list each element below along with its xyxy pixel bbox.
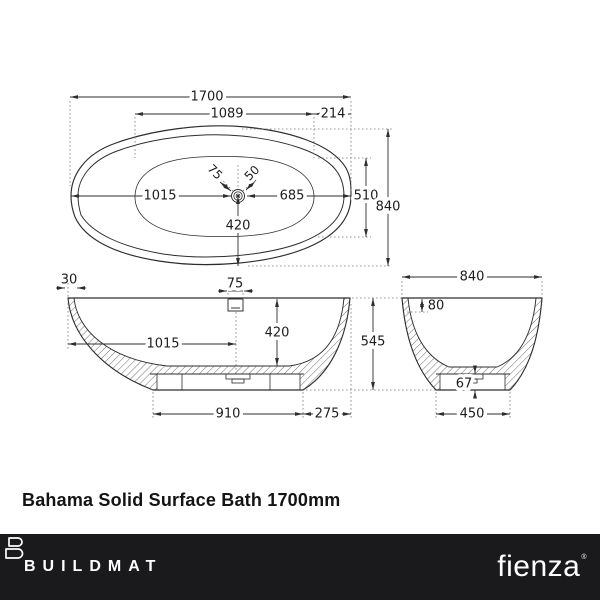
dim-side-rim-offset: 30 <box>61 273 78 288</box>
bath-plan-outline <box>70 125 352 266</box>
side-outline <box>67 297 351 391</box>
registered-trademark-icon: ® <box>581 554 587 561</box>
dim-side-overall-height: 545 <box>361 335 386 350</box>
side-shell-hatch <box>68 298 350 390</box>
dim-end-base-width: 450 <box>460 407 485 422</box>
plan-dimension-lines <box>70 95 390 266</box>
footer-bar: BUILDMAT fienza® <box>0 534 600 600</box>
side-extension-lines <box>67 283 436 419</box>
top-view: 1700 1089 214 510 840 1015 685 420 75 50 <box>69 86 404 267</box>
fienza-logo: fienza® <box>497 552 586 582</box>
dim-side-base-length: 910 <box>216 407 241 422</box>
dim-plan-waste-diag-left: 75 <box>205 162 226 183</box>
dim-side-inner-depth: 420 <box>265 326 290 341</box>
end-extension-lines <box>401 281 543 419</box>
dim-side-waste-top-width: 75 <box>227 277 244 292</box>
buildmat-wordmark: BUILDMAT <box>24 558 163 575</box>
dim-plan-waste-to-edge: 420 <box>226 219 251 234</box>
dim-plan-overall-length: 1700 <box>190 90 223 105</box>
waste-drain <box>231 189 245 203</box>
dim-side-base-to-end: 275 <box>315 407 340 422</box>
dim-plan-right-end: 214 <box>321 107 346 122</box>
dim-plan-floor-length: 1089 <box>210 107 243 122</box>
page-title: Bahama Solid Surface Bath 1700mm <box>22 490 341 510</box>
fienza-wordmark: fienza <box>497 550 581 583</box>
dim-end-rim-depth: 80 <box>428 299 445 314</box>
dim-plan-waste-from-left: 1015 <box>143 189 176 204</box>
dim-plan-waste-from-right: 685 <box>280 189 305 204</box>
end-shell-hatch <box>402 298 542 390</box>
buildmat-b-ribbon-icon <box>5 537 24 559</box>
dim-plan-floor-width: 510 <box>354 189 379 204</box>
dim-plan-waste-diag-right: 50 <box>242 163 263 184</box>
technical-drawing: 1700 1089 214 510 840 1015 685 420 75 50 <box>56 86 543 425</box>
side-view: 30 75 420 1015 545 910 275 <box>56 273 436 425</box>
dim-plan-overall-width: 840 <box>376 200 401 215</box>
buildmat-logo: BUILDMAT <box>5 537 163 576</box>
dim-end-base-height: 67 <box>456 377 473 392</box>
end-view: 840 80 67 450 <box>401 266 543 425</box>
end-outline <box>401 297 543 391</box>
plan-extension-lines <box>69 101 392 267</box>
dim-end-overall-width: 840 <box>460 270 485 285</box>
dim-side-waste-from-left: 1015 <box>146 337 179 352</box>
side-dimension-lines <box>56 286 375 416</box>
end-dimension-lines <box>402 275 542 416</box>
